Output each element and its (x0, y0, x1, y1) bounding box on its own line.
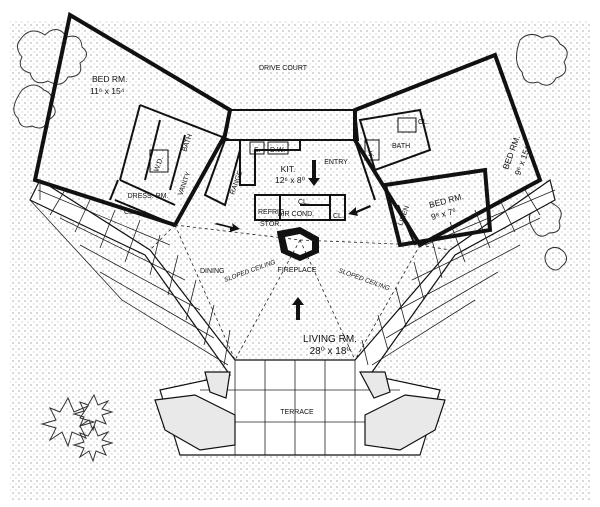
label-drive-court: DRIVE COURT (259, 65, 308, 72)
arrow-up-icon (292, 297, 304, 320)
label-living: LIVING RM. (303, 334, 357, 345)
label-bed-left-size: 11⁶ x 15⁴ (90, 86, 125, 96)
arrow-left-icon (348, 205, 371, 216)
label-sink: S. (254, 147, 261, 154)
bath-right-shower (364, 139, 380, 161)
label-cl-bath-right: CL. (418, 119, 429, 126)
planters (154, 371, 446, 451)
sloped-ceiling-lines (149, 224, 451, 361)
label-air-cond: AIR COND. (278, 211, 314, 218)
label-entry: ENTRY (324, 159, 348, 166)
arrow-down-entry-icon (308, 160, 320, 186)
interior-walls (109, 104, 493, 262)
label-dress: DRESS. RM. (128, 193, 169, 200)
label-bed-left: BED RM. (92, 74, 127, 84)
bath-right-sink (397, 117, 417, 133)
label-cl-entry: CL. (333, 213, 344, 220)
arrow-right-icon (214, 223, 240, 232)
label-cl-center: CL. (298, 199, 309, 206)
label-s-right: S. (368, 151, 375, 158)
label-kitchen: KIT. (281, 164, 296, 174)
label-dining: DINING (200, 268, 225, 275)
washer-dryer (149, 149, 169, 173)
sink (249, 141, 265, 155)
label-refrig: REFRIG. (258, 209, 286, 216)
label-dw: D.W. (270, 147, 285, 154)
label-living-size: 28⁰ x 18⁰ (310, 346, 351, 357)
label-cl-left: CL. (124, 209, 135, 216)
label-fireplace: FIREPLACE (278, 267, 317, 274)
label-wd: W.D. (153, 156, 165, 173)
exterior-walls (32, 11, 543, 248)
label-terrace: TERRACE (280, 409, 314, 416)
entry-arrows (214, 160, 371, 320)
dishwasher (267, 141, 289, 155)
label-stor: STOR. (260, 221, 281, 228)
label-kitchen-size: 12⁶ x 8⁰ (275, 175, 306, 185)
label-bath-right: BATH (392, 143, 410, 150)
